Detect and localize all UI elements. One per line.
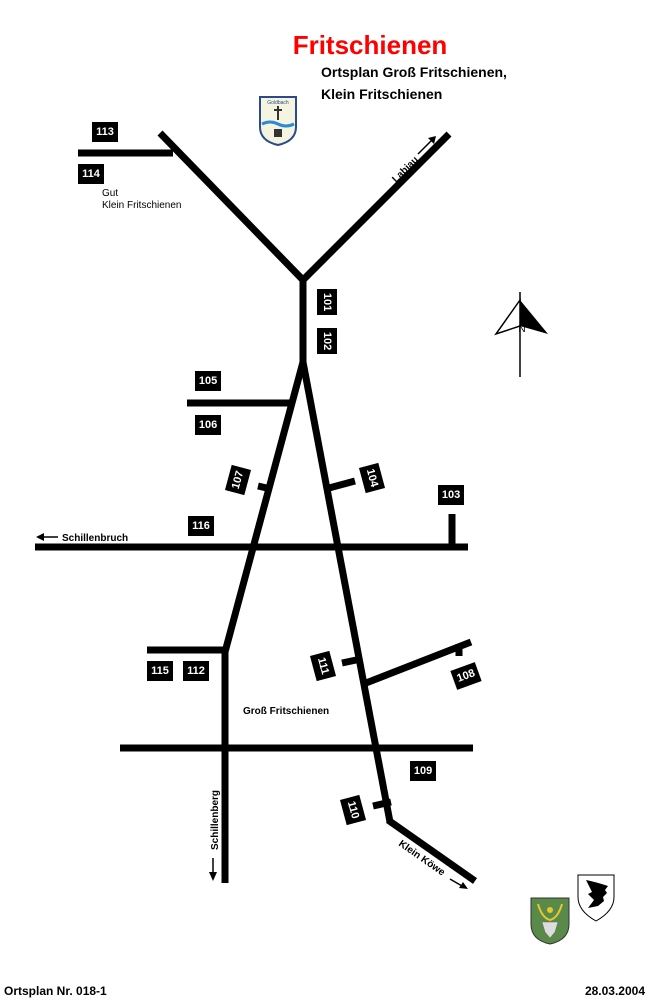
marker-102: 102 bbox=[321, 332, 333, 350]
marker-106: 106 bbox=[199, 419, 217, 431]
crest-label: Goldbach bbox=[267, 100, 289, 106]
marker-107: 107 bbox=[230, 470, 246, 491]
marker-101: 101 bbox=[321, 293, 333, 311]
marker-116: 116 bbox=[192, 520, 210, 532]
marker-115: 115 bbox=[151, 665, 169, 677]
place-gut: Gut bbox=[102, 188, 118, 199]
svg-text:N: N bbox=[518, 324, 525, 335]
direction-schillenbruch: Schillenbruch bbox=[36, 533, 128, 544]
marker-104: 104 bbox=[364, 468, 381, 490]
place-gross-fritschienen: Groß Fritschienen bbox=[243, 706, 329, 717]
compass-north-arrow: N bbox=[494, 292, 548, 377]
marker-103: 103 bbox=[442, 489, 460, 501]
marker-113: 113 bbox=[96, 126, 114, 138]
marker-110: 110 bbox=[345, 800, 361, 820]
marker-105: 105 bbox=[199, 375, 217, 387]
plan-number: Ortsplan Nr. 018-1 bbox=[4, 984, 107, 998]
eagle-crest bbox=[577, 874, 615, 922]
house-markers: 101 102 103 104 105 106 107 108 109 110 … bbox=[78, 122, 482, 826]
svg-text:Schillenbruch: Schillenbruch bbox=[62, 533, 128, 544]
place-klein-fritschienen: Klein Fritschienen bbox=[102, 200, 181, 211]
marker-108: 108 bbox=[455, 667, 476, 685]
direction-labiau: Labiau bbox=[390, 136, 436, 185]
marker-114: 114 bbox=[82, 168, 101, 180]
green-stag-crest bbox=[530, 897, 570, 945]
map-title: Fritschienen bbox=[293, 30, 448, 60]
plan-date: 28.03.2004 bbox=[585, 984, 645, 998]
marker-111: 111 bbox=[315, 656, 331, 676]
roads bbox=[35, 130, 478, 884]
marker-112: 112 bbox=[187, 665, 205, 677]
marker-109: 109 bbox=[414, 765, 432, 777]
direction-schillenberg: Schillenberg bbox=[209, 790, 221, 881]
svg-text:Schillenberg: Schillenberg bbox=[210, 790, 221, 850]
subtitle-line1: Ortsplan Groß Fritschienen, bbox=[321, 64, 507, 80]
goldbach-crest: Goldbach bbox=[259, 96, 297, 147]
subtitle-line2: Klein Fritschienen bbox=[321, 86, 442, 102]
direction-klein-koewe: Klein Köwe bbox=[396, 838, 468, 889]
